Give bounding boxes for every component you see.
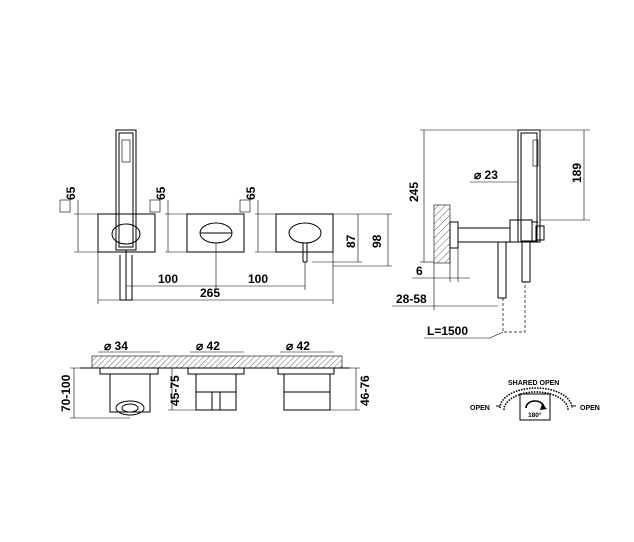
dim-diameter-23: ⌀ 23 xyxy=(470,168,518,183)
label-46-76: 46-76 xyxy=(358,375,372,406)
dim-diameter-34: ⌀ 34 xyxy=(98,339,160,353)
spray-nozzles xyxy=(121,139,131,163)
section-view: ⌀ 34 ⌀ 42 ⌀ 42 70-100 xyxy=(59,339,372,419)
dim-87: 87 xyxy=(312,213,362,263)
label-angle: 180° xyxy=(528,411,542,419)
label-shared-open: SHARED OPEN xyxy=(508,380,559,387)
dim-diameter-42-a: ⌀ 42 xyxy=(190,339,244,353)
left-plate xyxy=(97,213,156,253)
label-hose-length: L=1500 xyxy=(427,324,468,338)
label-28-58: 28-58 xyxy=(396,292,427,306)
dim-70-100: 70-100 xyxy=(59,367,130,419)
dim-265: 265 xyxy=(97,252,334,304)
label-open-right: OPEN xyxy=(580,405,600,412)
dim-189: 189 xyxy=(540,129,590,221)
front-view: 65 65 65 87 98 xyxy=(59,129,392,304)
label-diameter-42-b: ⌀ 42 xyxy=(286,339,310,353)
dim-diameter-42-b: ⌀ 42 xyxy=(280,339,334,353)
label-open-left: OPEN xyxy=(470,405,490,412)
dim-28-58: 28-58 xyxy=(392,263,498,310)
label-189: 189 xyxy=(570,163,584,183)
right-knob xyxy=(288,222,322,244)
label-diameter-23: ⌀ 23 xyxy=(474,168,498,182)
right-plate xyxy=(275,213,334,253)
label-245: 245 xyxy=(407,182,421,202)
rotation-arc-icon xyxy=(496,387,576,411)
label-65-a: 65 xyxy=(64,186,78,200)
rotation-arrow-icon xyxy=(519,393,551,421)
label-87: 87 xyxy=(344,234,358,248)
dim-98: 98 xyxy=(333,213,392,267)
hand-shower-side xyxy=(517,129,541,243)
dim-100-row: 100 100 xyxy=(125,243,306,290)
wall-surface-hatch xyxy=(91,355,343,369)
hose-dashed xyxy=(502,282,526,333)
dim-245: 245 xyxy=(407,129,520,263)
dim-6: 6 xyxy=(412,242,470,282)
label-100-left: 100 xyxy=(158,272,178,286)
label-265: 265 xyxy=(200,286,220,300)
label-65-c: 65 xyxy=(244,186,258,200)
dim-65-a: 65 xyxy=(59,186,98,253)
wall-section xyxy=(433,204,451,264)
rotation-legend: SHARED OPEN 180° OPEN OPEN xyxy=(470,380,600,421)
label-diameter-34: ⌀ 34 xyxy=(104,339,128,353)
dim-46-76: 46-76 xyxy=(330,367,372,411)
hose-length-callout: L=1500 xyxy=(424,324,504,339)
label-100-right: 100 xyxy=(248,272,268,286)
label-70-100: 70-100 xyxy=(59,374,73,412)
center-plate xyxy=(186,213,245,253)
dim-65-c: 65 xyxy=(239,186,276,253)
dim-45-75: 45-75 xyxy=(168,367,196,411)
dim-65-b: 65 xyxy=(149,186,187,253)
label-65-b: 65 xyxy=(154,186,168,200)
label-6: 6 xyxy=(416,264,423,278)
left-holder-ring xyxy=(111,223,141,245)
label-45-75: 45-75 xyxy=(168,375,182,406)
label-98: 98 xyxy=(370,234,384,248)
label-diameter-42-a: ⌀ 42 xyxy=(196,339,220,353)
side-view: 245 189 ⌀ 23 6 28-58 xyxy=(392,129,590,339)
